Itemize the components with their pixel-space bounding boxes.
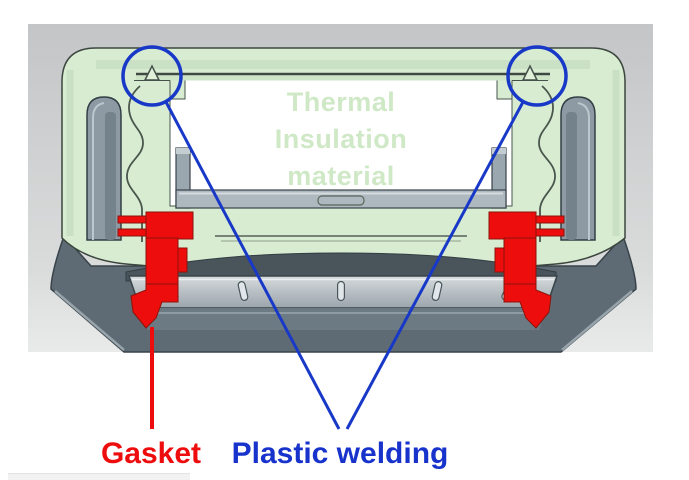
thermal-insulation-label-line1: Thermal — [286, 87, 396, 117]
body-left-bevel-highlight — [54, 290, 125, 351]
thermal-insulation-label: Thermal Insulation material — [181, 84, 501, 195]
welding-leader-left — [164, 101, 341, 430]
thermal-insulation-label-line2: Insulation — [274, 124, 408, 154]
inner-tray — [175, 147, 507, 209]
lid-contour-right — [538, 85, 556, 242]
welding-circle-left — [121, 45, 183, 107]
gasket-right — [488, 211, 565, 329]
insulation-cavity-white — [169, 79, 513, 207]
bottom-edge-strip — [8, 473, 190, 480]
lid-top-inner-strip — [136, 75, 550, 81]
gasket-left — [117, 211, 194, 329]
welding-leader-right — [345, 101, 525, 430]
under-plate-band — [141, 308, 546, 330]
shell-top-underside-shade — [96, 60, 590, 69]
steel-channel-right — [560, 96, 596, 241]
plastic-welding-label: Plastic welding — [231, 437, 449, 470]
lid-contour-left — [126, 85, 144, 242]
steel-channel-left — [86, 96, 122, 241]
welding-circle-right — [506, 45, 568, 107]
thermal-insulation-label-line3: material — [287, 161, 395, 191]
weld-bead-left — [143, 64, 161, 81]
body-right-bevel-highlight — [561, 290, 633, 351]
weld-bead-right — [521, 64, 539, 81]
gasket-label: Gasket — [100, 437, 202, 470]
